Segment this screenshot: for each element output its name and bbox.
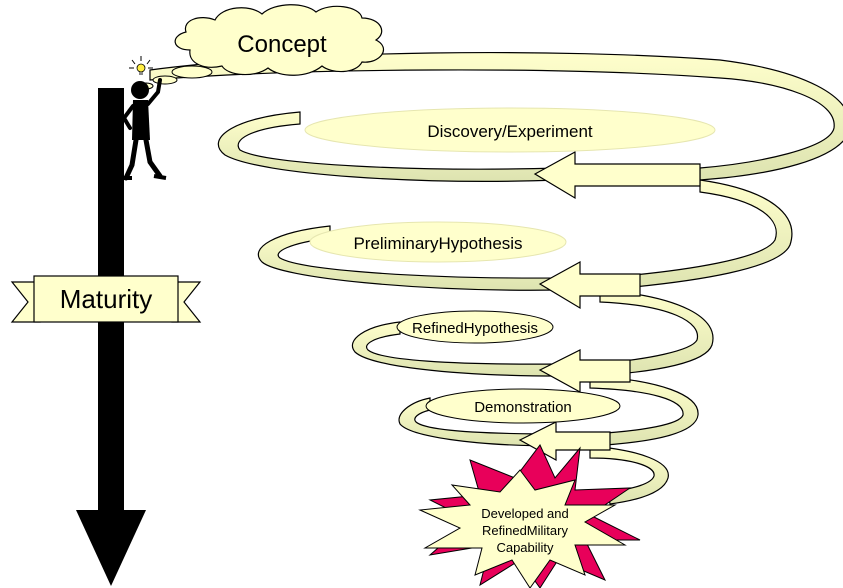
outcome-line-1: Developed and (481, 506, 568, 521)
banner-body (33, 275, 179, 323)
ribbon-loop-2 (257, 225, 561, 291)
stage-4-label: Demonstration (474, 399, 572, 416)
outcome-starburst: Developed and RefinedMilitary Capability (418, 444, 641, 588)
arrowhead-1 (533, 150, 701, 200)
person-body (132, 100, 150, 140)
stage-1-label: Discovery/Experiment (427, 122, 593, 141)
thought-bubble-mid (152, 75, 178, 85)
concept-label: Concept (237, 31, 327, 58)
arrowhead-2 (538, 260, 641, 310)
stage-3: RefinedHypothesis (396, 310, 554, 344)
spiral-arrowheads (518, 150, 701, 462)
outcome-line-3: Capability (496, 540, 554, 555)
maturity-label: Maturity (60, 284, 152, 314)
maturity-banner: Maturity (10, 275, 202, 323)
stage-1: Discovery/Experiment (304, 107, 716, 153)
stage-4: Demonstration (425, 388, 621, 424)
ribbon-loop-4-right (589, 445, 669, 505)
concept-cloud: Concept (138, 4, 384, 90)
stage-2: PreliminaryHypothesis (309, 221, 567, 263)
stage-2-label: PreliminaryHypothesis (353, 234, 522, 253)
outcome-line-2: RefinedMilitary (482, 523, 568, 538)
maturity-arrow (76, 88, 146, 586)
thinking-person (120, 78, 167, 181)
arrowhead-3 (538, 349, 631, 394)
person-head (131, 81, 149, 99)
lightbulb-icon (129, 56, 153, 75)
starburst-front (418, 469, 627, 588)
thought-bubble-large (171, 65, 213, 79)
stage-3-label: RefinedHypothesis (412, 320, 538, 337)
ribbon-loop-1 (217, 111, 561, 182)
